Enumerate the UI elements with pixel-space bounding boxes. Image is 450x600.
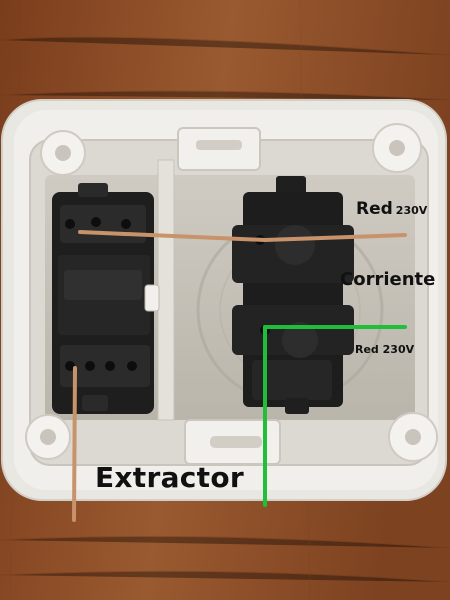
divider <box>157 159 175 421</box>
label-extractor: Extractor <box>95 461 245 494</box>
label-red-230v-bottom: Red 230V <box>355 343 415 356</box>
label-red-top-main: Red <box>356 199 393 219</box>
wire-brown <box>72 230 407 522</box>
label-red-top-voltage: 230V <box>395 204 428 217</box>
switch-mechanism-left <box>52 183 160 414</box>
wire-green <box>263 325 407 507</box>
label-corriente: Corriente <box>340 269 436 290</box>
switch-mechanism-right <box>232 176 354 414</box>
